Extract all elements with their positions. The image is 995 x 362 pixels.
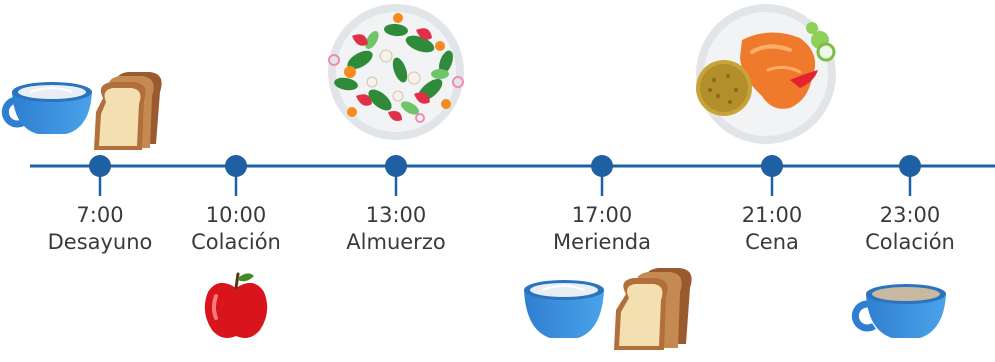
event-label-almuerzo: 13:00 Almuerzo (346, 202, 445, 256)
marker-colacion-1 (225, 155, 247, 196)
milk-cup-icon (524, 280, 604, 338)
event-label-colacion-1: 10:00 Colación (191, 202, 281, 256)
event-time: 10:00 (205, 203, 267, 227)
event-meal: Merienda (553, 230, 651, 254)
event-time: 21:00 (741, 203, 803, 227)
event-time: 7:00 (76, 203, 124, 227)
event-meal: Desayuno (47, 230, 153, 254)
salad-plate-icon (328, 4, 464, 140)
event-time: 17:00 (571, 203, 633, 227)
event-meal: Colación (191, 230, 281, 254)
event-meal: Colación (865, 230, 955, 254)
toast-icon (614, 268, 692, 350)
marker-merienda (591, 155, 613, 196)
toast-icon (94, 72, 162, 150)
marker-colacion-2 (899, 155, 921, 196)
event-meal: Cena (745, 230, 799, 254)
event-label-colacion-2: 23:00 Colación (865, 202, 955, 256)
event-label-cena: 21:00 Cena (742, 202, 803, 256)
event-label-desayuno: 7:00 Desayuno (48, 202, 153, 256)
tea-cup-icon (851, 284, 946, 338)
red-apple-icon (204, 272, 268, 338)
milk-cup-icon (1, 82, 92, 134)
event-time: 23:00 (879, 203, 941, 227)
marker-cena (761, 155, 783, 196)
milk-cup-and-toast-icon (1, 72, 162, 150)
timeline-markers (89, 155, 921, 196)
chicken-and-patty-plate-icon (696, 4, 836, 144)
event-meal: Almuerzo (346, 230, 446, 254)
marker-desayuno (89, 155, 111, 196)
marker-almuerzo (385, 155, 407, 196)
milk-cup-and-toast-icon-2 (524, 268, 692, 350)
event-time: 13:00 (365, 203, 427, 227)
event-label-merienda: 17:00 Merienda (553, 202, 651, 256)
